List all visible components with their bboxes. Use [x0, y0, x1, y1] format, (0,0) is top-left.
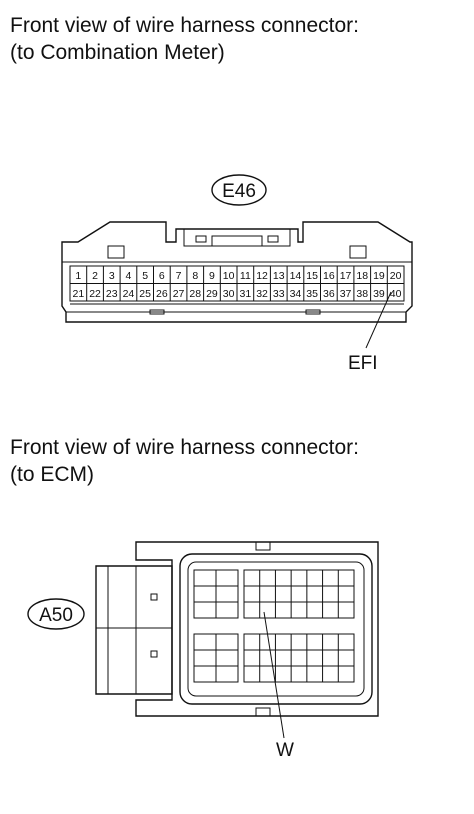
- efi-pointer-line: [365, 291, 392, 349]
- pin-number: 39: [373, 288, 385, 300]
- pin-number: 21: [73, 288, 85, 300]
- pin-number: 13: [273, 270, 285, 282]
- pin-number: 6: [159, 270, 165, 282]
- connector-id-badge: [27, 598, 85, 630]
- connector-a50: A50 W: [27, 541, 379, 761]
- meter-connector-caption: Front view of wire harness connector: (t…: [10, 12, 359, 66]
- housing-tab: [255, 541, 271, 551]
- pin-number: 4: [126, 270, 132, 282]
- pin-number: 17: [340, 270, 352, 282]
- pin-number: 19: [373, 270, 385, 282]
- pin-number: 25: [139, 288, 151, 300]
- pin-number: 26: [156, 288, 168, 300]
- w-pointer-line: [263, 611, 285, 739]
- pin-number: 11: [240, 270, 251, 282]
- pin-number: 22: [89, 288, 101, 300]
- connector-id-label: A50: [39, 605, 73, 626]
- pin-number: 16: [323, 270, 335, 282]
- pin-number: 20: [390, 270, 402, 282]
- pin-number: 30: [223, 288, 235, 300]
- pin-number: 7: [176, 270, 182, 282]
- caption-line-1: Front view of wire harness connector:: [10, 14, 359, 37]
- pin-number: 29: [206, 288, 218, 300]
- key-notch: [107, 245, 125, 259]
- pin-number: 27: [173, 288, 185, 300]
- key-notch: [349, 245, 367, 259]
- pin-number: 31: [240, 288, 252, 300]
- connector-id-label: E46: [222, 181, 256, 202]
- cavity-block: [243, 633, 355, 683]
- latch-tab: [211, 235, 263, 247]
- pin-number: 34: [290, 288, 302, 300]
- caption-line-2: (to Combination Meter): [10, 41, 225, 64]
- pin-number: 24: [123, 288, 135, 300]
- pin-number: 1: [75, 270, 81, 282]
- pin-number: 5: [142, 270, 148, 282]
- latch-notch: [267, 235, 279, 243]
- pin-number: 36: [323, 288, 335, 300]
- pin-number: 15: [306, 270, 318, 282]
- pin-number: 18: [356, 270, 368, 282]
- pin-number: 37: [340, 288, 352, 300]
- connector-face-inner: [187, 561, 365, 697]
- base-detail: [305, 309, 321, 315]
- pin-number: 23: [106, 288, 118, 300]
- efi-label: EFI: [348, 353, 378, 374]
- housing-tab: [255, 707, 271, 717]
- cavity-block: [243, 569, 355, 619]
- plug-dot: [150, 650, 158, 658]
- pin-number: 12: [256, 270, 268, 282]
- plug-body: [95, 565, 173, 695]
- connector-id-badge: [211, 174, 267, 206]
- pin-number: 10: [223, 270, 235, 282]
- pin-number: 32: [256, 288, 268, 300]
- pin-number: 33: [273, 288, 285, 300]
- pin-number: 9: [209, 270, 215, 282]
- plug-dot: [150, 593, 158, 601]
- w-label: W: [276, 740, 294, 761]
- pin-number: 14: [290, 270, 302, 282]
- caption-line-2: (to ECM): [10, 463, 94, 486]
- connector-housing: [61, 221, 413, 323]
- cavity-grids: [193, 569, 355, 683]
- pin-number: 38: [356, 288, 368, 300]
- pin-number: 40: [390, 288, 402, 300]
- caption-line-1: Front view of wire harness connector:: [10, 436, 359, 459]
- base-detail: [149, 309, 165, 315]
- pin-number: 28: [189, 288, 201, 300]
- pin-number: 8: [192, 270, 198, 282]
- latch-frame: [183, 229, 291, 247]
- pin-number: 3: [109, 270, 115, 282]
- connector-face: [179, 553, 373, 705]
- pin-number: 2: [92, 270, 98, 282]
- connector-housing: [135, 541, 379, 717]
- latch-notch: [195, 235, 207, 243]
- pin-number: 35: [306, 288, 318, 300]
- ecm-connector-caption: Front view of wire harness connector: (t…: [10, 434, 359, 488]
